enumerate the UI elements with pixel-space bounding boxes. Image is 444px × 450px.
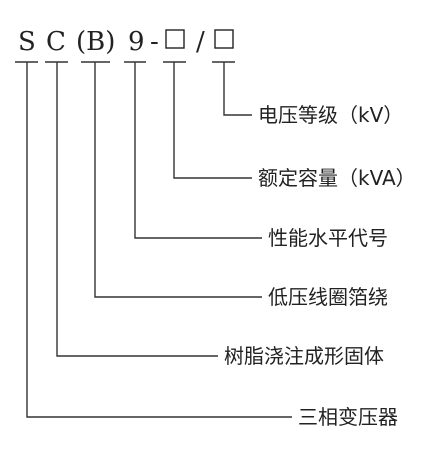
label-voltage: 电压等级（kV） — [258, 103, 403, 127]
code-box-voltage — [214, 29, 234, 49]
label-three-phase: 三相变压器 — [298, 405, 398, 429]
code-9: 9 — [128, 27, 145, 57]
code-slash: / — [196, 27, 205, 57]
code-c: C — [46, 27, 66, 57]
code-dash: - — [150, 27, 159, 57]
leader-three-phase — [26, 62, 292, 418]
leader-voltage — [223, 62, 252, 116]
leader-winding — [94, 62, 262, 298]
code-box-capacity — [165, 29, 185, 49]
label-resin: 树脂浇注成形固体 — [224, 344, 384, 368]
label-performance: 性能水平代号 — [268, 226, 388, 250]
code-s: S — [18, 27, 36, 57]
labels: 电压等级（kV） 额定容量（kVA） 性能水平代号 低压线圈箔绕 树脂浇注成形固… — [224, 103, 416, 429]
leader-performance — [134, 62, 262, 239]
leader-capacity — [173, 62, 252, 179]
model-code: S C (B) 9 - / — [18, 27, 234, 57]
code-b: (B) — [76, 27, 115, 57]
leader-resin — [56, 62, 218, 357]
leader-lines — [26, 62, 292, 418]
label-capacity: 额定容量（kVA） — [258, 166, 416, 190]
label-winding: 低压线圈箔绕 — [268, 285, 388, 309]
